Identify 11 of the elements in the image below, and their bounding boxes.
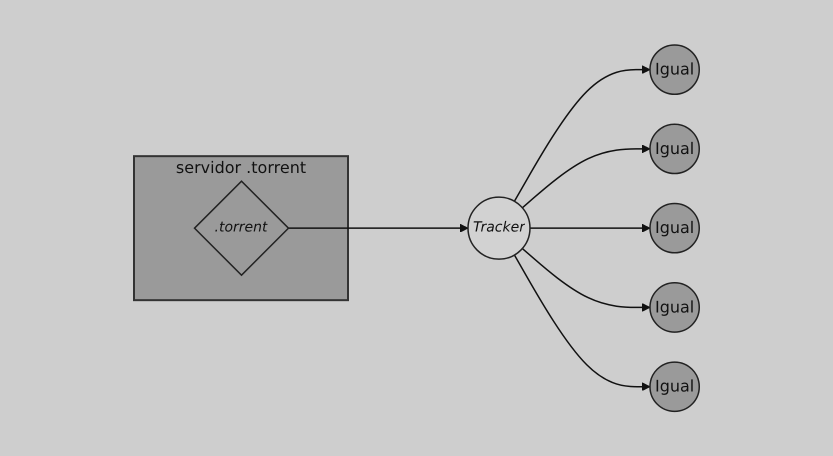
node-circle: Igual bbox=[649, 361, 700, 412]
arrow bbox=[530, 224, 650, 232]
node-circle: Igual bbox=[649, 123, 700, 174]
arrow bbox=[514, 65, 650, 202]
arrow bbox=[514, 254, 650, 391]
arrow bbox=[522, 144, 650, 208]
node-circle: Igual bbox=[649, 44, 700, 95]
arrow bbox=[522, 248, 650, 312]
node-circle: Igual bbox=[649, 202, 700, 254]
node-circle: Igual bbox=[649, 282, 700, 333]
arrow bbox=[288, 224, 468, 232]
